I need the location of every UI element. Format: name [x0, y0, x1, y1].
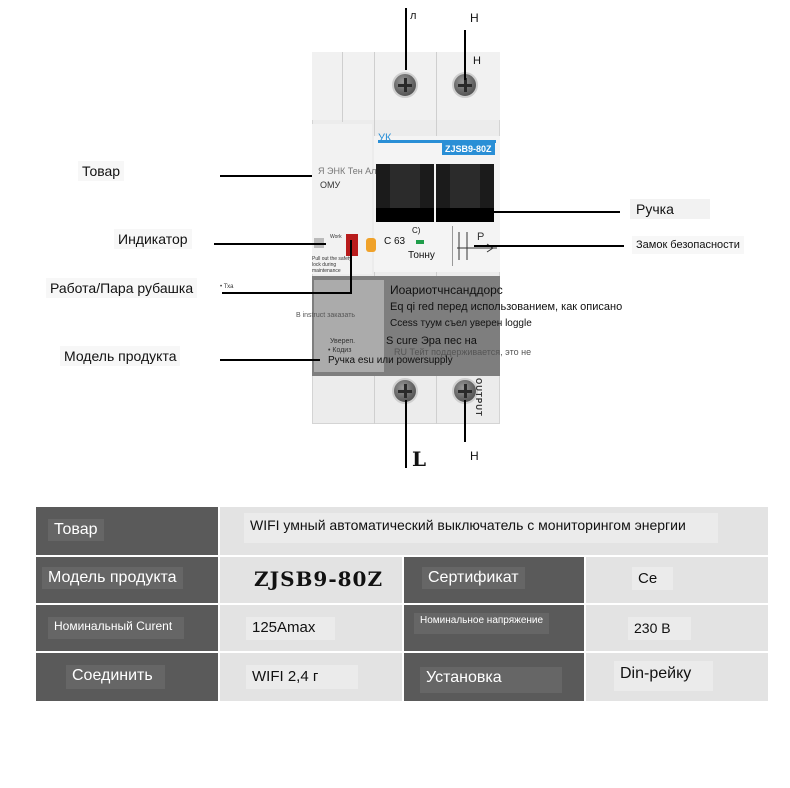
output-label: OUTPUT — [474, 378, 483, 417]
panel-side-text: • Кодиз — [328, 347, 352, 354]
spec-value-cell: ZJSB9-80Z — [220, 557, 402, 603]
spec-value-install: Din-рейку — [614, 661, 714, 691]
callout-line-safety-lock — [474, 245, 624, 247]
terminal-label-top-right-inner: Н — [473, 55, 481, 67]
spec-label-install: Установка — [420, 667, 562, 693]
terminal-label-top-left: л — [410, 10, 417, 22]
safety-lock-red-button[interactable] — [346, 234, 358, 256]
work-tiny-text: Work — [330, 234, 342, 240]
status-led — [416, 240, 424, 244]
housing-seam — [342, 52, 343, 122]
breaker-handle-right[interactable] — [436, 164, 494, 222]
spec-label-cell: Номинальный Curent — [36, 605, 218, 651]
callout-safety-lock: Замок безопасности — [632, 236, 744, 254]
brand-label: УК — [378, 132, 392, 144]
face-text: ОМУ — [320, 180, 341, 190]
spec-label-product: Товар — [48, 519, 104, 541]
spec-label-model: Модель продукта — [42, 567, 183, 589]
spec-value-connect: WIFI 2,4 г — [246, 665, 359, 689]
breaker-handle-left[interactable] — [376, 164, 434, 222]
callout-product: Товар — [78, 161, 125, 181]
handle-grip — [390, 164, 420, 208]
indicator-led-orange — [366, 238, 376, 252]
panel-line-4: S cure Эра пес на — [386, 335, 477, 347]
wire-top-left — [405, 8, 407, 70]
callout-handle: Ручка — [630, 199, 710, 219]
handle-base — [376, 208, 434, 222]
terminal-screw-top-left — [392, 72, 418, 98]
spec-value-current: 125Amax — [246, 617, 336, 640]
spec-label-cert: Сертификат — [422, 567, 525, 589]
circuit-breaker: УК ZJSB9-80Z Я ЭНК Тен Аль ОМУ С) С 63 Т… — [312, 52, 500, 424]
rating-top: С) — [412, 226, 421, 235]
wire-top-right — [464, 30, 466, 80]
callout-line-work-pair — [222, 292, 352, 294]
rating-label: С 63 — [384, 236, 406, 247]
spec-value-model: ZJSB9-80Z — [254, 567, 384, 591]
circuit-symbol: P — [452, 226, 501, 266]
panel-side-text: • Тха — [220, 284, 234, 290]
callout-line-product — [220, 175, 312, 177]
face-text: Я ЭНК Тен Аль — [318, 166, 382, 176]
spec-label-cell: Соединить — [36, 653, 218, 701]
spec-value-cell: Се — [586, 557, 768, 603]
spec-label-voltage: Номинальное напряжение — [414, 613, 550, 634]
rating-sub: Тонну — [408, 250, 435, 261]
spec-value-cell: Din-рейку — [586, 653, 768, 701]
spec-value-cell: 125Amax — [220, 605, 402, 651]
module-tiny-text: Pull out the safety lock during maintena… — [312, 256, 352, 274]
model-badge: ZJSB9-80Z — [442, 143, 495, 155]
callout-line-model — [220, 359, 320, 361]
spec-label-cell: Товар — [36, 507, 218, 555]
brand-stripe — [378, 140, 496, 143]
callout-line-work-pair-v — [350, 240, 352, 294]
spec-value-product: WIFI умный автоматический выключатель с … — [244, 513, 718, 543]
terminal-label-bottom-left: L — [412, 447, 427, 471]
callout-indicator: Индикатор — [114, 229, 192, 249]
callout-work-pair: Работа/Пара рубашка — [46, 278, 198, 298]
wire-bottom-left — [405, 400, 407, 468]
spec-value-cell: WIFI 2,4 г — [220, 653, 402, 701]
spec-label-current: Номинальный Curent — [48, 617, 185, 639]
spec-value-cell: 230 В — [586, 605, 768, 651]
warning-label-left — [314, 280, 384, 372]
spec-label-cell: Номинальное напряжение — [404, 605, 584, 651]
panel-line-3: Ccess туум съел уверен loggle — [390, 318, 532, 329]
panel-line-4b: RU Тейт поддерживается, это не — [394, 347, 532, 357]
terminal-label-top-right: Н — [470, 11, 479, 25]
spec-value-voltage: 230 В — [628, 617, 691, 640]
spec-label-cell: Установка — [404, 653, 584, 701]
spec-value-cert: Се — [632, 567, 674, 590]
callout-line-indicator — [214, 243, 326, 245]
spec-label-cell: Модель продукта — [36, 557, 218, 603]
svg-text:P: P — [477, 231, 484, 243]
spec-table: Товар WIFI умный автоматический выключат… — [36, 507, 768, 701]
spec-value-cell: WIFI умный автоматический выключатель с … — [220, 507, 768, 555]
terminal-screw-bottom-left — [392, 378, 418, 404]
wire-bottom-right — [464, 400, 466, 442]
spec-label-connect: Соединить — [66, 665, 165, 689]
handle-grip — [450, 164, 480, 208]
callout-model: Модель продукта — [60, 346, 181, 366]
callout-line-handle — [436, 211, 620, 213]
spec-label-cell: Сертификат — [404, 557, 584, 603]
panel-side-text: В instruct заказать — [296, 312, 356, 319]
panel-line-5: Ручка esu или powersupply — [328, 355, 453, 366]
panel-line-2: Eq qi red перед использованием, как опис… — [390, 301, 623, 313]
panel-line-1: Иоариотчнсанддорс — [390, 283, 503, 297]
terminal-label-bottom-right: Н — [470, 449, 479, 463]
control-module — [312, 124, 372, 274]
panel-side-text: Увереп. — [330, 338, 356, 345]
